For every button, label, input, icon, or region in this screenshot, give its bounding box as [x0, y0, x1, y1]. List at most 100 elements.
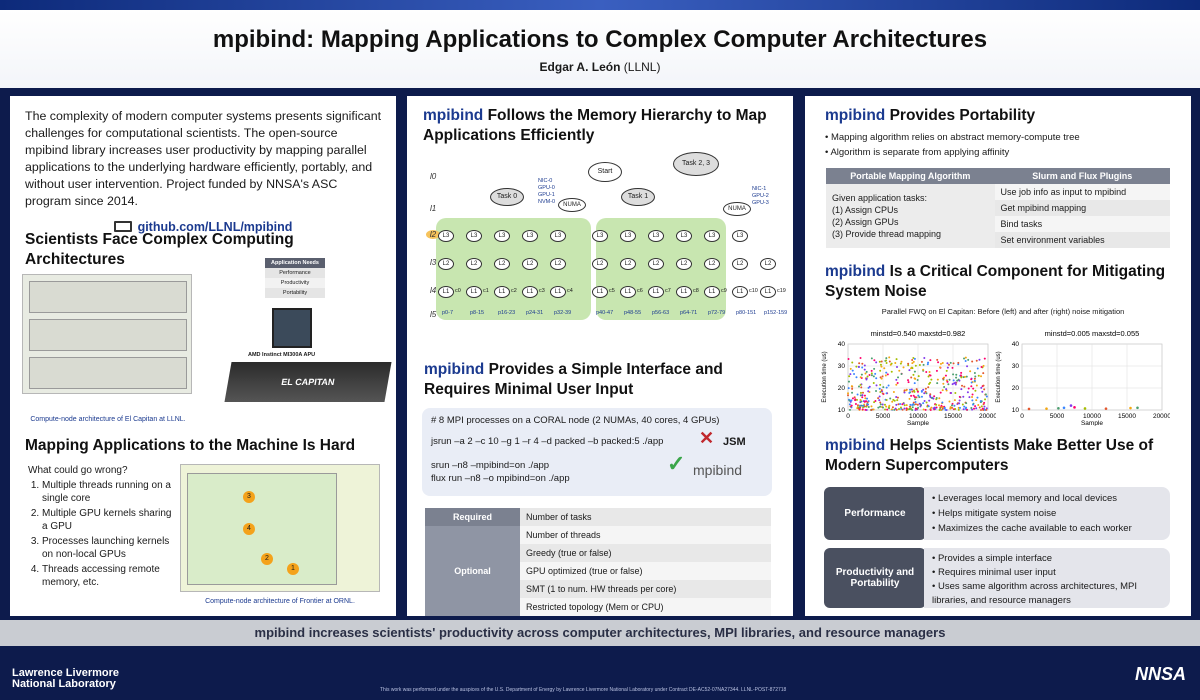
- data-point: [918, 402, 921, 405]
- x-tick-label: 5000: [1050, 413, 1065, 420]
- data-point: [903, 391, 906, 394]
- l2-cache-node: L2: [466, 258, 482, 270]
- data-point: [905, 407, 908, 410]
- data-point: [967, 358, 970, 361]
- core-label: c10: [749, 288, 758, 294]
- data-point: [879, 383, 882, 386]
- data-point: [929, 393, 932, 396]
- data-point: [879, 369, 882, 372]
- jsm-line: jsrun –a 2 –c 10 –g 1 –r 4 –d packed –b …: [431, 429, 763, 449]
- data-point: [968, 396, 971, 399]
- data-point: [929, 359, 932, 362]
- data-point: [893, 408, 896, 411]
- marker-3: 3: [243, 491, 255, 503]
- data-point: [866, 375, 869, 378]
- l2-cache-node: L2: [676, 258, 692, 270]
- data-point: [941, 362, 944, 365]
- data-point: [856, 393, 859, 396]
- data-point: [908, 405, 911, 408]
- algo-line: (3) Provide thread mapping: [832, 229, 942, 239]
- section-better-use: mpibind Helps Scientists Make Better Use…: [825, 436, 1181, 476]
- data-point: [942, 377, 945, 380]
- disclaimer: This work was performed under the auspic…: [380, 687, 787, 693]
- level-label-highlight: l2: [426, 230, 440, 239]
- data-point: [907, 381, 910, 384]
- data-point: [907, 408, 910, 411]
- cpu-block: [187, 473, 337, 585]
- data-point: [920, 395, 923, 398]
- data-point: [932, 397, 935, 400]
- data-point: [884, 374, 887, 377]
- performance-items: Leverages local memory and local devices…: [924, 487, 1170, 540]
- data-point: [859, 383, 862, 386]
- data-point: [924, 408, 927, 411]
- device-label: GPU-3: [752, 200, 769, 206]
- y-axis-label: Execution time (us): [996, 351, 1002, 402]
- data-point: [976, 396, 979, 399]
- data-point: [917, 375, 920, 378]
- pu-label: p152-159: [764, 310, 788, 316]
- intro-text: The complexity of modern computer system…: [25, 109, 382, 208]
- data-point: [892, 398, 895, 401]
- top-band: [0, 0, 1200, 10]
- task0-node: Task 0: [490, 188, 524, 206]
- data-point: [873, 359, 876, 362]
- tagline-bar: mpibind increases scientists' productivi…: [0, 620, 1200, 646]
- section-title-better-use: mpibind Helps Scientists Make Better Use…: [825, 436, 1181, 476]
- data-point: [905, 408, 908, 411]
- bottom-band: [0, 646, 1200, 700]
- x-tick-label: 20000: [979, 413, 996, 420]
- data-point: [896, 399, 899, 402]
- data-point: [879, 405, 882, 408]
- data-point: [910, 376, 913, 379]
- data-point: [908, 397, 911, 400]
- title-rest: Provides a Simple Interface and Requires…: [424, 361, 723, 398]
- data-point: [958, 379, 961, 382]
- data-point: [867, 390, 870, 393]
- productivity-label: Productivity and Portability: [824, 548, 926, 608]
- data-point: [915, 396, 918, 399]
- data-point: [946, 380, 949, 383]
- el-capitan-machine-image: EL CAPITAN: [224, 362, 392, 402]
- data-point: [1073, 406, 1076, 409]
- data-point: [920, 360, 923, 363]
- data-point: [872, 375, 875, 378]
- data-point: [1045, 407, 1048, 410]
- portability-bullets: Mapping algorithm relies on abstract mem…: [825, 130, 1181, 160]
- required-header: Required: [425, 508, 520, 526]
- numa1-node: NUMA: [723, 202, 751, 216]
- data-point: [971, 393, 974, 396]
- data-point: [965, 402, 968, 405]
- level-label: l4: [430, 286, 437, 295]
- data-point: [847, 392, 850, 395]
- data-point: [957, 408, 960, 411]
- data-point: [943, 407, 946, 410]
- data-point: [849, 367, 852, 370]
- github-link[interactable]: github.com/LLNL/mpibind: [10, 220, 396, 234]
- data-point: [973, 371, 976, 374]
- data-point: [948, 400, 951, 403]
- what-could-go-wrong: What could go wrong? Multiple threads ru…: [28, 464, 178, 589]
- data-point: [900, 373, 903, 376]
- algo-line: (2) Assign GPUs: [832, 217, 899, 227]
- data-point: [960, 371, 963, 374]
- data-point: [893, 399, 896, 402]
- data-point: [972, 403, 975, 406]
- data-point: [907, 362, 910, 365]
- core-label: c2: [511, 288, 517, 294]
- title-rest: Follows the Memory Hierarchy to Map Appl…: [423, 107, 767, 144]
- plugin-row: Get mpibind mapping: [994, 200, 1170, 216]
- data-point: [980, 386, 983, 389]
- data-point: [916, 378, 919, 381]
- task23-node: Task 2, 3: [673, 152, 719, 176]
- pu-label: p16-23: [498, 310, 516, 316]
- plugin-row: Bind tasks: [994, 216, 1170, 232]
- data-point: [953, 399, 956, 402]
- data-point: [851, 397, 854, 400]
- author-line: Edgar A. León (LLNL): [0, 60, 1200, 74]
- y-tick-label: 10: [838, 407, 846, 414]
- data-point: [898, 407, 901, 410]
- nnsa-logo: NNSA: [1134, 664, 1186, 684]
- data-point: [894, 361, 897, 364]
- data-point: [975, 359, 978, 362]
